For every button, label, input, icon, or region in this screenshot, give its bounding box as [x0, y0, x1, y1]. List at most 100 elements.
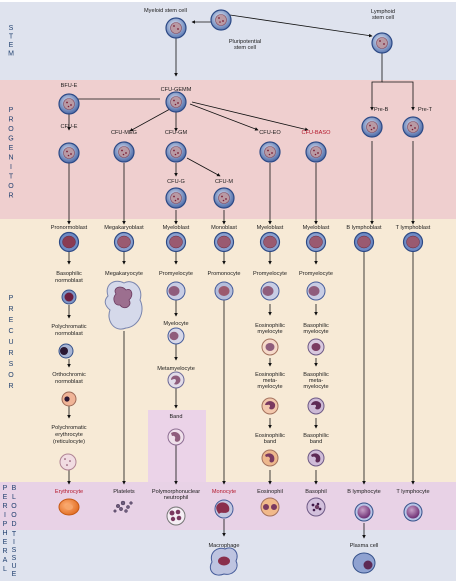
neutrophil	[166, 506, 186, 526]
label-cfu-e: CFU-E	[60, 124, 77, 130]
label-t-lymphocyte: T lymphocyte	[396, 489, 429, 495]
svg-text:S: S	[9, 25, 14, 32]
svg-text:E: E	[3, 539, 8, 546]
cell-labels: Myeloid stem cell Pluripotential stem ce…	[51, 8, 433, 549]
label-t-lymphoblast: T lymphoblast	[396, 225, 431, 231]
cfu-meg-cell	[113, 141, 135, 163]
svg-text:T: T	[9, 174, 14, 181]
cfu-baso-cell	[305, 141, 327, 163]
label-lymphoid-1: Lymphoid	[371, 9, 395, 15]
eosinophilic-metamyelocyte	[261, 397, 279, 415]
label-lymphoid-2: stem cell	[372, 15, 394, 21]
metamyelocyte	[167, 371, 185, 389]
label-pluripotential-2: stem cell	[234, 45, 256, 51]
label-bfu-e: BFU-E	[61, 83, 78, 89]
cfu-m-cell	[213, 187, 235, 209]
orthochromic-normoblast	[61, 391, 77, 407]
label-pmn-2: neutrophil	[164, 495, 189, 501]
myelocyte	[167, 327, 185, 345]
label-retic-1: Polychromatic	[51, 425, 86, 431]
svg-text:R: R	[2, 548, 7, 555]
label-orthochromic-2: normoblast	[55, 379, 83, 385]
plasma-cell	[352, 552, 376, 574]
svg-text:T: T	[12, 531, 17, 538]
label-baso-band-1: Basophilic	[303, 433, 329, 439]
svg-text:R: R	[2, 503, 7, 510]
label-cfu-baso: CFU-BASO	[302, 130, 332, 136]
precursor-band	[0, 219, 456, 482]
label-cfu-gm: CFU-GM	[165, 130, 188, 136]
basophil	[306, 497, 326, 517]
label-metamyelocyte: Metamyelocyte	[157, 366, 195, 372]
label-plasma-cell: Plasma cell	[350, 543, 379, 549]
label-cfu-m: CFU-M	[215, 179, 233, 185]
label-eos-band-1: Eosinophilic	[255, 433, 285, 439]
label-basophil: Basophil	[305, 489, 326, 495]
svg-text:L: L	[12, 494, 16, 501]
svg-text:E: E	[3, 494, 8, 501]
svg-text:R: R	[8, 383, 13, 390]
monoblast-cell	[213, 231, 235, 253]
label-baso-myelocyte-2: myelocyte	[303, 329, 328, 335]
label-basophilic-1: Basophilic	[56, 271, 82, 277]
eosinophilic-band	[261, 449, 279, 467]
promonocyte	[214, 281, 234, 301]
svg-text:R: R	[8, 350, 13, 357]
svg-text:O: O	[11, 512, 17, 519]
svg-text:L: L	[3, 566, 7, 573]
erythrocyte	[58, 498, 80, 516]
label-polychromatic-1: Polychromatic	[51, 324, 86, 330]
svg-text:I: I	[13, 539, 15, 546]
macrophage	[209, 547, 238, 576]
label-pre-t: Pre-T	[418, 107, 433, 113]
connector-lines	[67, 14, 415, 539]
megakaryocyte	[104, 280, 143, 330]
pluripotential-stem-cell	[210, 9, 232, 31]
svg-text:O: O	[8, 126, 14, 133]
basophilic-band	[307, 449, 325, 467]
label-myeloblast-3: Myeloblast	[303, 225, 330, 231]
label-b-lymphocyte: B lymphocyte	[347, 489, 381, 495]
label-pronormoblast: Pronormoblast	[51, 225, 88, 231]
label-eos-meta-1: Eosinophilic	[255, 372, 285, 378]
svg-text:G: G	[8, 136, 13, 143]
label-eos-meta-3: myelocyte	[257, 384, 282, 390]
progenitor-cells	[58, 91, 424, 209]
svg-text:N: N	[8, 155, 13, 162]
myeloblast-cell-3	[305, 231, 327, 253]
label-baso-band-2: band	[310, 439, 322, 445]
label-retic-2: erythrocyte	[55, 432, 83, 438]
svg-text:R: R	[8, 306, 13, 313]
cfu-gm-cell	[165, 141, 187, 163]
label-eos-myelocyte-2: myelocyte	[257, 329, 282, 335]
svg-text:M: M	[8, 51, 14, 58]
label-basophilic-2: normoblast	[55, 278, 83, 284]
svg-text:I: I	[4, 512, 6, 519]
basophilic-normoblast	[61, 289, 77, 305]
label-eos-myelocyte-1: Eosinophilic	[255, 323, 285, 329]
label-monoblast: Monoblast	[211, 225, 237, 231]
svg-text:O: O	[8, 183, 14, 190]
label-promyelocyte-1: Promyelocyte	[159, 271, 193, 277]
label-cfu-meg: CFU-MEG	[111, 130, 137, 136]
label-myeloblast-2: Myeloblast	[257, 225, 284, 231]
b-lymphocyte	[354, 502, 374, 522]
cfu-e-cell	[58, 142, 80, 164]
label-eos-band-2: band	[264, 439, 276, 445]
svg-text:C: C	[8, 328, 13, 335]
label-myeloblast-1: Myeloblast	[163, 225, 190, 231]
svg-text:O: O	[11, 503, 17, 510]
label-baso-meta-2: meta-	[309, 378, 323, 384]
band-highlight	[148, 410, 206, 482]
svg-text:H: H	[2, 530, 7, 537]
megakaryoblast-cell	[113, 231, 135, 253]
label-baso-meta-1: Basophilic	[303, 372, 329, 378]
label-baso-myelocyte-1: Basophilic	[303, 323, 329, 329]
b-lymphoblast-cell	[353, 231, 375, 253]
label-cfu-g: CFU-G	[167, 179, 185, 185]
svg-text:P: P	[3, 521, 8, 528]
